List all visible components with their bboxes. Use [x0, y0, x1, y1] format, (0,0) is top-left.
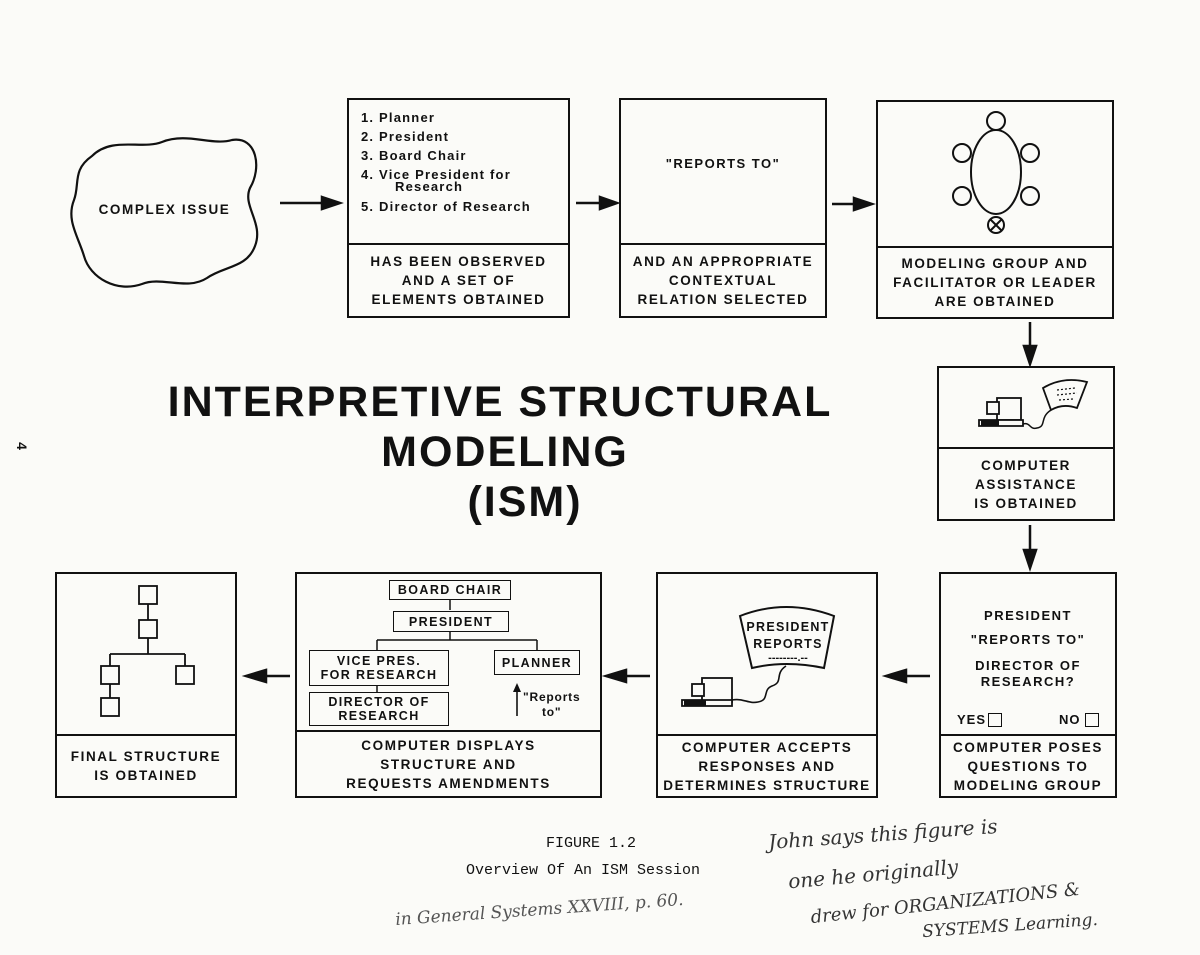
cloud-outline	[70, 137, 259, 288]
screen-line: REPORTS	[753, 637, 823, 651]
display-structure-panel: BOARD CHAIR PRESIDENT VICE PRES. FOR RES…	[297, 574, 600, 732]
hierarchy-icon	[100, 585, 195, 717]
handwritten-note-line: SYSTEMS Learning.	[921, 909, 1099, 943]
element-item: 3. Board Chair	[361, 148, 467, 163]
element-item: 5. Director of Research	[361, 199, 531, 214]
screen-line: PRESIDENT	[746, 620, 830, 634]
relation-caption: AND AN APPROPRIATE CONTEXTUAL RELATION S…	[632, 254, 814, 307]
no-label: NO	[1059, 712, 1081, 727]
element-item-continued: Research	[395, 179, 464, 194]
elements-caption: HAS BEEN OBSERVED AND A SET OF ELEMENTS …	[370, 254, 547, 307]
accept-responses-box: PRESIDENT REPORTS --------.-- COMPUTER A…	[656, 572, 878, 798]
board-chair-node: BOARD CHAIR	[389, 580, 511, 600]
relation-panel: "REPORTS TO"	[621, 100, 825, 245]
planner-node: PLANNER	[494, 650, 580, 675]
computer-terminal-icon	[978, 379, 1089, 430]
diagram-title-line2: MODELING	[381, 428, 629, 476]
handwritten-note-line: one he originally	[787, 854, 960, 894]
computer-screen-icon	[681, 606, 836, 707]
modeling-group-box: MODELING GROUP AND FACILITATOR OR LEADER…	[876, 100, 1114, 319]
element-item: 2. President	[361, 129, 450, 144]
question-caption: COMPUTER POSES QUESTIONS TO MODELING GRO…	[953, 739, 1103, 793]
display-structure-box: BOARD CHAIR PRESIDENT VICE PRES. FOR RES…	[295, 572, 602, 798]
question-box: PRESIDENT "REPORTS TO" DIRECTOR OF RESEA…	[939, 572, 1117, 798]
modeling-group-caption: MODELING GROUP AND FACILITATOR OR LEADER…	[893, 256, 1097, 309]
yes-option[interactable]: YES	[957, 712, 1003, 727]
yes-checkbox[interactable]	[988, 712, 1003, 727]
elements-list: 1. Planner 2. President 3. Board Chair 4…	[361, 108, 531, 216]
computer-assistance-box: COMPUTER ASSISTANCE IS OBTAINED	[937, 366, 1115, 521]
relation-box: "REPORTS TO" AND AN APPROPRIATE CONTEXTU…	[619, 98, 827, 318]
handwritten-source: in General Systems XXVIII, p. 60.	[394, 889, 685, 931]
final-structure-box: FINAL STRUCTURE IS OBTAINED	[55, 572, 237, 798]
relation-label: "REPORTS TO"	[665, 156, 781, 171]
accept-responses-caption: COMPUTER ACCEPTS RESPONSES AND DETERMINE…	[663, 739, 871, 793]
elements-box: 1. Planner 2. President 3. Board Chair 4…	[347, 98, 570, 318]
element-item: 4. Vice President for	[361, 167, 511, 182]
question-panel: PRESIDENT "REPORTS TO" DIRECTOR OF RESEA…	[941, 574, 1115, 736]
question-line: DIRECTOR OF	[975, 658, 1081, 673]
final-structure-caption: FINAL STRUCTURE IS OBTAINED	[70, 749, 222, 783]
no-option[interactable]: NO	[1059, 712, 1099, 727]
figure-caption: Overview Of An ISM Session	[466, 862, 701, 879]
table-group-icon	[952, 111, 1040, 234]
elements-panel: 1. Planner 2. President 3. Board Chair 4…	[349, 100, 568, 245]
figure-number: FIGURE 1.2	[546, 835, 637, 852]
accept-responses-panel: PRESIDENT REPORTS --------.--	[658, 574, 876, 736]
diagram-title-line3: (ISM)	[467, 478, 583, 526]
director-node: DIRECTOR OF RESEARCH	[309, 692, 449, 726]
computer-assistance-panel	[939, 368, 1113, 449]
complex-issue-cloud: COMPLEX ISSUE	[62, 128, 267, 293]
handwritten-note-line: John says this figure is	[767, 814, 999, 854]
diagram-title-line1: INTERPRETIVE STRUCTURAL	[167, 378, 833, 426]
question-line: PRESIDENT	[984, 608, 1072, 623]
yes-label: YES	[957, 712, 987, 727]
final-structure-panel	[57, 574, 235, 736]
reports-to-label: "Reports to"	[523, 690, 581, 719]
question-line: RESEARCH?	[980, 674, 1076, 689]
org-chart-connectors	[376, 600, 538, 716]
element-item: 1. Planner	[361, 110, 436, 125]
president-node: PRESIDENT	[393, 611, 509, 632]
page-number: 4	[13, 442, 30, 450]
screen-line: --------.--	[768, 652, 808, 664]
computer-assistance-caption: COMPUTER ASSISTANCE IS OBTAINED	[974, 457, 1078, 511]
vice-pres-node: VICE PRES. FOR RESEARCH	[309, 650, 449, 686]
no-checkbox[interactable]	[1084, 712, 1099, 727]
question-line: "REPORTS TO"	[970, 632, 1086, 647]
complex-issue-label: COMPLEX ISSUE	[98, 202, 231, 217]
modeling-group-panel	[878, 102, 1112, 248]
display-structure-caption: COMPUTER DISPLAYS STRUCTURE AND REQUESTS…	[346, 737, 551, 791]
